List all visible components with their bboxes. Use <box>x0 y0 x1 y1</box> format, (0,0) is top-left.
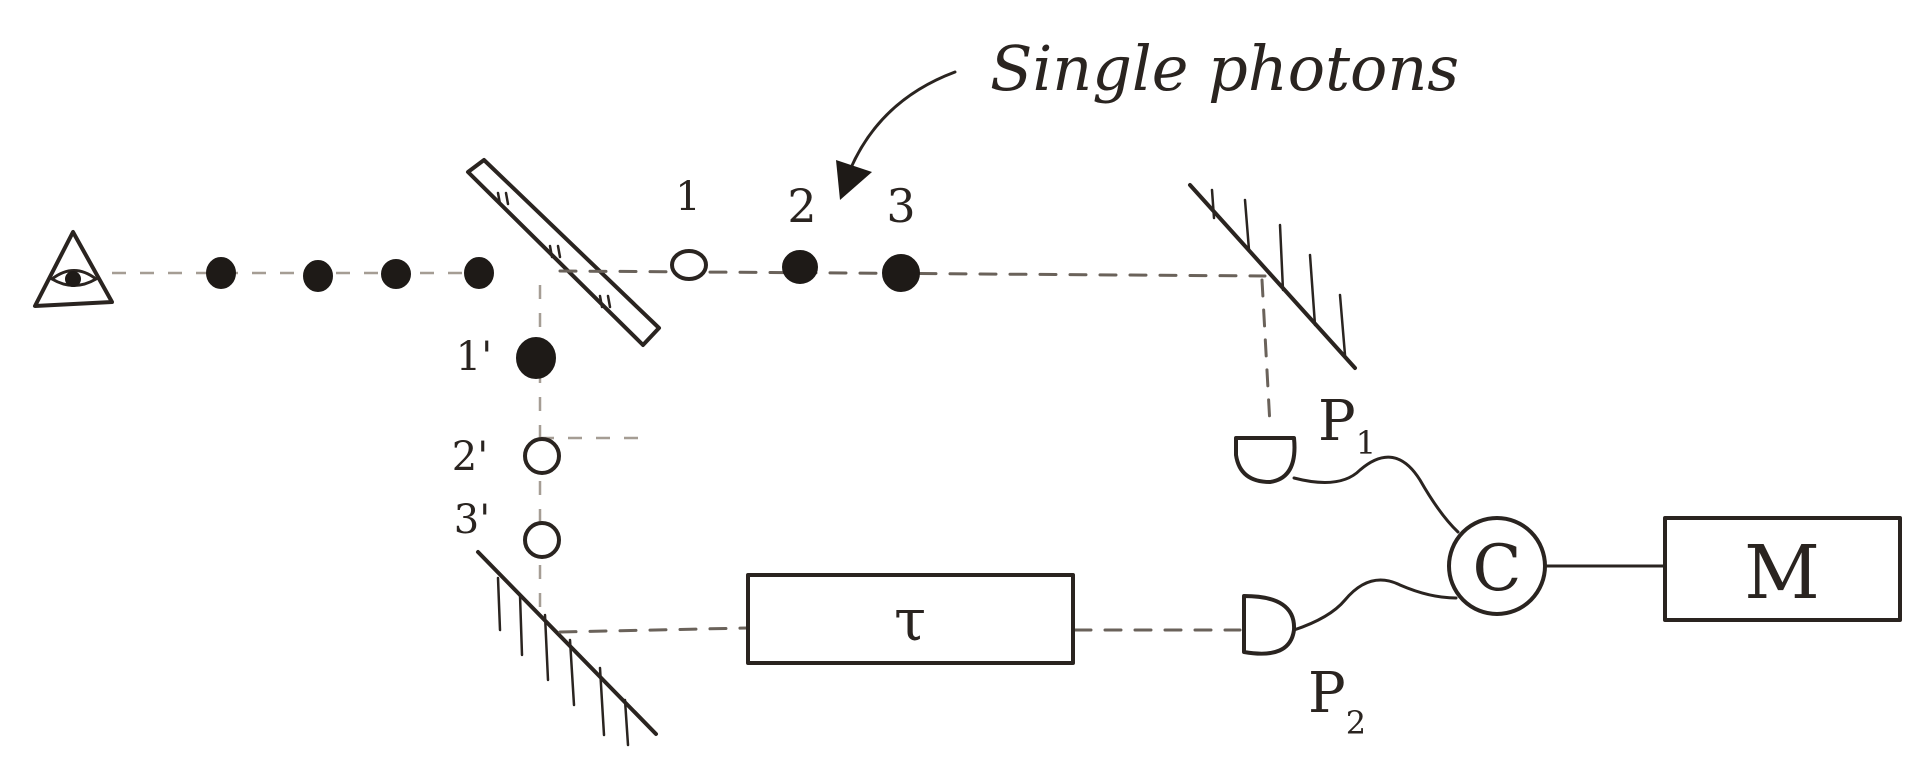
eye-in-triangle-icon <box>33 230 114 308</box>
p2-label-main: P <box>1308 661 1346 726</box>
lower-beam-in <box>558 626 750 634</box>
incoming-photon <box>464 257 494 289</box>
delay-symbol: τ <box>894 586 926 654</box>
reflected-photon-3 <box>523 521 561 559</box>
upper-mirror <box>1188 183 1357 370</box>
annotation-arrow <box>836 70 957 200</box>
single-photons-annotation: Single photons <box>990 32 1459 105</box>
photon-label-1: 1 <box>675 174 700 220</box>
p2-label: P2 <box>1308 661 1366 742</box>
photon-label-1-prime: 1' <box>456 334 492 380</box>
p2-label-sub: 2 <box>1346 704 1366 742</box>
coincidence-symbol: C <box>1473 532 1522 606</box>
reflected-photon-2 <box>523 437 561 475</box>
p2-wire <box>1292 578 1458 632</box>
photon-label-3: 3 <box>886 179 915 233</box>
incoming-photon <box>206 257 236 289</box>
beam-splitter <box>466 158 661 347</box>
p1-label: P1 <box>1318 389 1376 462</box>
transmitted-photon-2 <box>782 250 818 284</box>
p1-label-main: P <box>1318 389 1356 454</box>
detector-p1 <box>1234 436 1297 484</box>
reflected-photon-1 <box>516 337 556 379</box>
mirror-to-p1-beam <box>1260 278 1272 427</box>
delay-box <box>746 573 1075 665</box>
photon-label-2-prime: 2' <box>452 434 488 480</box>
lower-mirror <box>476 550 658 747</box>
incoming-photon <box>303 260 333 292</box>
transmitted-photon-3 <box>882 254 920 292</box>
meter-symbol: M <box>1744 530 1820 616</box>
detector-p2 <box>1242 594 1297 656</box>
meter-box <box>1663 516 1902 622</box>
incoming-photon <box>381 259 411 289</box>
photon-label-2: 2 <box>787 179 816 233</box>
photon-label-3-prime: 3' <box>454 497 490 543</box>
p1-label-sub: 1 <box>1356 424 1376 462</box>
incoming-photons <box>206 257 494 292</box>
p1-wire <box>1292 455 1460 534</box>
transmitted-photon-1 <box>670 249 708 281</box>
